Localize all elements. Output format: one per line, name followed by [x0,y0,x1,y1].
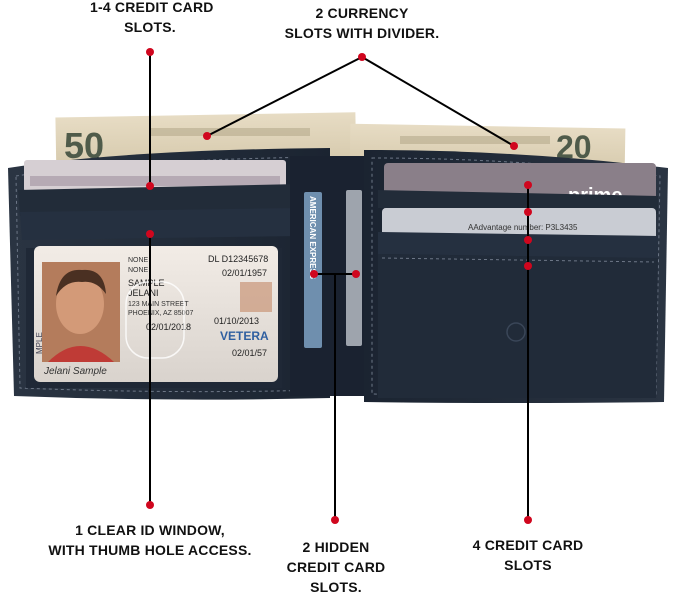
marker-dot [310,270,318,278]
callout-line: 1-4 CREDIT CARD [90,0,214,15]
id-rest: NONE [128,267,149,274]
wallet-left-half: MPLE NONE NONE SAMPLE JELANI 123 MAIN ST… [8,148,330,400]
marker-dot [203,132,211,140]
hidden-card-edge [346,190,362,346]
id-side-tag: MPLE [35,332,44,354]
callout-right-card-slots: 4 CREDIT CARD SLOTS [466,535,590,575]
marker-dot [524,262,532,270]
id-dob: 02/01/2018 [146,322,191,332]
id-name-first: JELANI [128,288,159,298]
stitching [15,156,323,393]
marker-dot [146,230,154,238]
bill-ornament [400,136,550,144]
callout-line: SLOTS. [124,19,176,35]
id-city: PHOENIX, AZ 85007 [128,310,193,317]
second-slot-pocket [20,208,300,240]
callout-line: 2 HIDDEN [302,539,370,555]
marker-dot [510,142,518,150]
id-photo-hair [56,269,106,296]
wallet-right-half: prime AAdvantage number: P3L3435 ventage… [364,150,668,403]
id-class: NONE [128,257,149,264]
callout-line: 1 CLEAR ID WINDOW, [75,522,225,538]
amex-card-edge [304,192,322,348]
id-photo-face [56,274,104,334]
id-address: 123 MAIN STREET [128,301,189,308]
callout-card-slots-top: 1-4 CREDIT CARD SLOTS. [90,0,214,37]
id-photo-shirt [48,346,114,362]
callout-leaders [146,48,532,524]
marker-dot [146,48,154,56]
callout-line: SLOTS WITH DIVIDER. [284,25,440,41]
marker-dot [358,53,366,61]
callout-line: 2 CURRENCY [315,5,409,21]
id-banner: VETERA [220,329,269,343]
marker-dot [524,181,532,189]
callout-line: 4 CREDIT CARD [472,537,584,553]
leader-currency-right [361,56,515,147]
callout-line: SLOTS [504,557,552,573]
callout-hidden-slots: 2 HIDDEN CREDIT CARD SLOTS. [280,537,392,597]
top-slot-pocket [18,184,300,216]
amex-text: AMERICAN EXPRESS [308,196,317,280]
marker-dot [524,208,532,216]
callout-currency-slots: 2 CURRENCY SLOTS WITH DIVIDER. [272,3,452,43]
rfid-logo [506,322,526,342]
id-date-bottom: 02/01/57 [232,348,267,358]
middle-gusset: AMERICAN EXPRESS [290,156,372,396]
bill-ornament [150,128,310,136]
marker-dot [524,516,532,524]
front-pocket [378,254,658,398]
callout-line: SLOTS. [310,579,362,595]
callout-id-window: 1 CLEAR ID WINDOW, WITH THUMB HOLE ACCES… [40,520,260,560]
thumb-hole [125,281,185,359]
marker-dot [146,501,154,509]
id-iss: 01/10/2013 [214,316,259,326]
marker-dot [352,270,360,278]
marker-dot [331,516,339,524]
slot-pocket [378,232,658,258]
id-exp: 02/01/1957 [222,268,267,278]
id-dl-number: DL D12345678 [208,254,268,264]
id-name-last: SAMPLE [128,278,165,288]
callout-line: CREDIT CARD [286,559,386,575]
id-signature: Jelani Sample [43,366,107,377]
leader-hidden-slots [314,273,356,520]
marker-dot [524,236,532,244]
aadvantage-text: AAdvantage number: P3L3435 [468,223,578,232]
callout-line: WITH THUMB HOLE ACCESS. [48,542,252,558]
marker-dot [146,182,154,190]
id-ghost-photo [240,282,272,312]
leader-currency-left [206,56,363,137]
card-pattern [30,176,280,186]
